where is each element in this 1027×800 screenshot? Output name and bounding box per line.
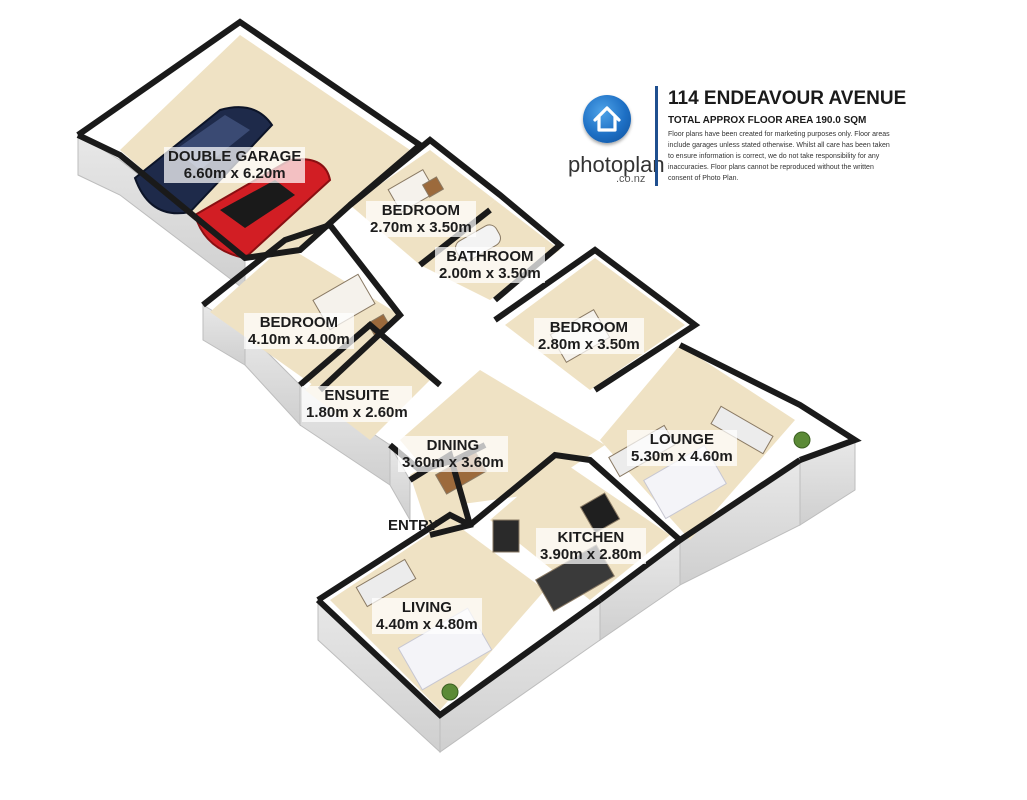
room-dimensions: 4.40m x 4.80m <box>376 616 478 633</box>
room-label-bedroom-1: BEDROOM 2.70m x 3.50m <box>366 201 476 237</box>
disclaimer-text: Floor plans have been created for market… <box>668 131 890 182</box>
total-floor-area: TOTAL APPROX FLOOR AREA 190.0 SQM <box>668 115 867 126</box>
sofa-icon <box>710 405 774 455</box>
room-label-living: LIVING 4.40m x 4.80m <box>372 598 482 634</box>
room-label-bathroom: BATHROOM 2.00m x 3.50m <box>435 247 545 283</box>
room-dimensions: 4.10m x 4.00m <box>248 331 350 348</box>
room-dimensions: 2.70m x 3.50m <box>370 219 472 236</box>
room-name: DINING <box>426 437 480 454</box>
room-name: BEDROOM <box>381 202 461 219</box>
room-dimensions: 2.80m x 3.50m <box>538 336 640 353</box>
room-name: BEDROOM <box>259 314 339 331</box>
room-dimensions: 5.30m x 4.60m <box>631 448 733 465</box>
room-dimensions: 6.60m x 6.20m <box>183 165 286 182</box>
room-label-entry: ENTRY <box>384 516 442 535</box>
plant-icon <box>441 683 459 701</box>
room-name: KITCHEN <box>557 529 625 546</box>
room-name: LOUNGE <box>649 431 714 448</box>
room-label-lounge: LOUNGE 5.30m x 4.60m <box>627 430 737 466</box>
stove-icon <box>492 519 520 553</box>
room-name: BATHROOM <box>446 248 534 265</box>
room-label-bedroom-2: BEDROOM 4.10m x 4.00m <box>244 313 354 349</box>
room-name: DOUBLE GARAGE <box>168 148 302 165</box>
room-name: ENTRY <box>388 517 439 534</box>
title-divider <box>655 86 658 186</box>
room-dimensions: 2.00m x 3.50m <box>439 265 541 282</box>
room-dimensions: 1.80m x 2.60m <box>306 404 408 421</box>
room-name: BEDROOM <box>549 319 629 336</box>
logo-domain: .co.nz <box>616 173 646 185</box>
room-label-bedroom-3: BEDROOM 2.80m x 3.50m <box>534 318 644 354</box>
room-name: ENSUITE <box>324 387 390 404</box>
room-dimensions: 3.90m x 2.80m <box>540 546 642 563</box>
fridge-icon <box>579 492 621 534</box>
room-label-kitchen: KITCHEN 3.90m x 2.80m <box>536 528 646 564</box>
logo-wordmark: photoplan <box>568 152 665 177</box>
wall-tops <box>76 18 862 719</box>
room-label-garage: DOUBLE GARAGE 6.60m x 6.20m <box>164 147 306 183</box>
room-name: LIVING <box>401 599 452 616</box>
property-address: 114 ENDEAVOUR AVENUE <box>668 88 907 109</box>
plant-icon <box>793 431 811 449</box>
house-icon <box>583 95 631 143</box>
sofa-icon <box>355 558 417 608</box>
room-label-dining: DINING 3.60m x 3.60m <box>398 436 508 472</box>
room-label-ensuite: ENSUITE 1.80m x 2.60m <box>302 386 412 422</box>
room-dimensions: 3.60m x 3.60m <box>402 454 504 471</box>
